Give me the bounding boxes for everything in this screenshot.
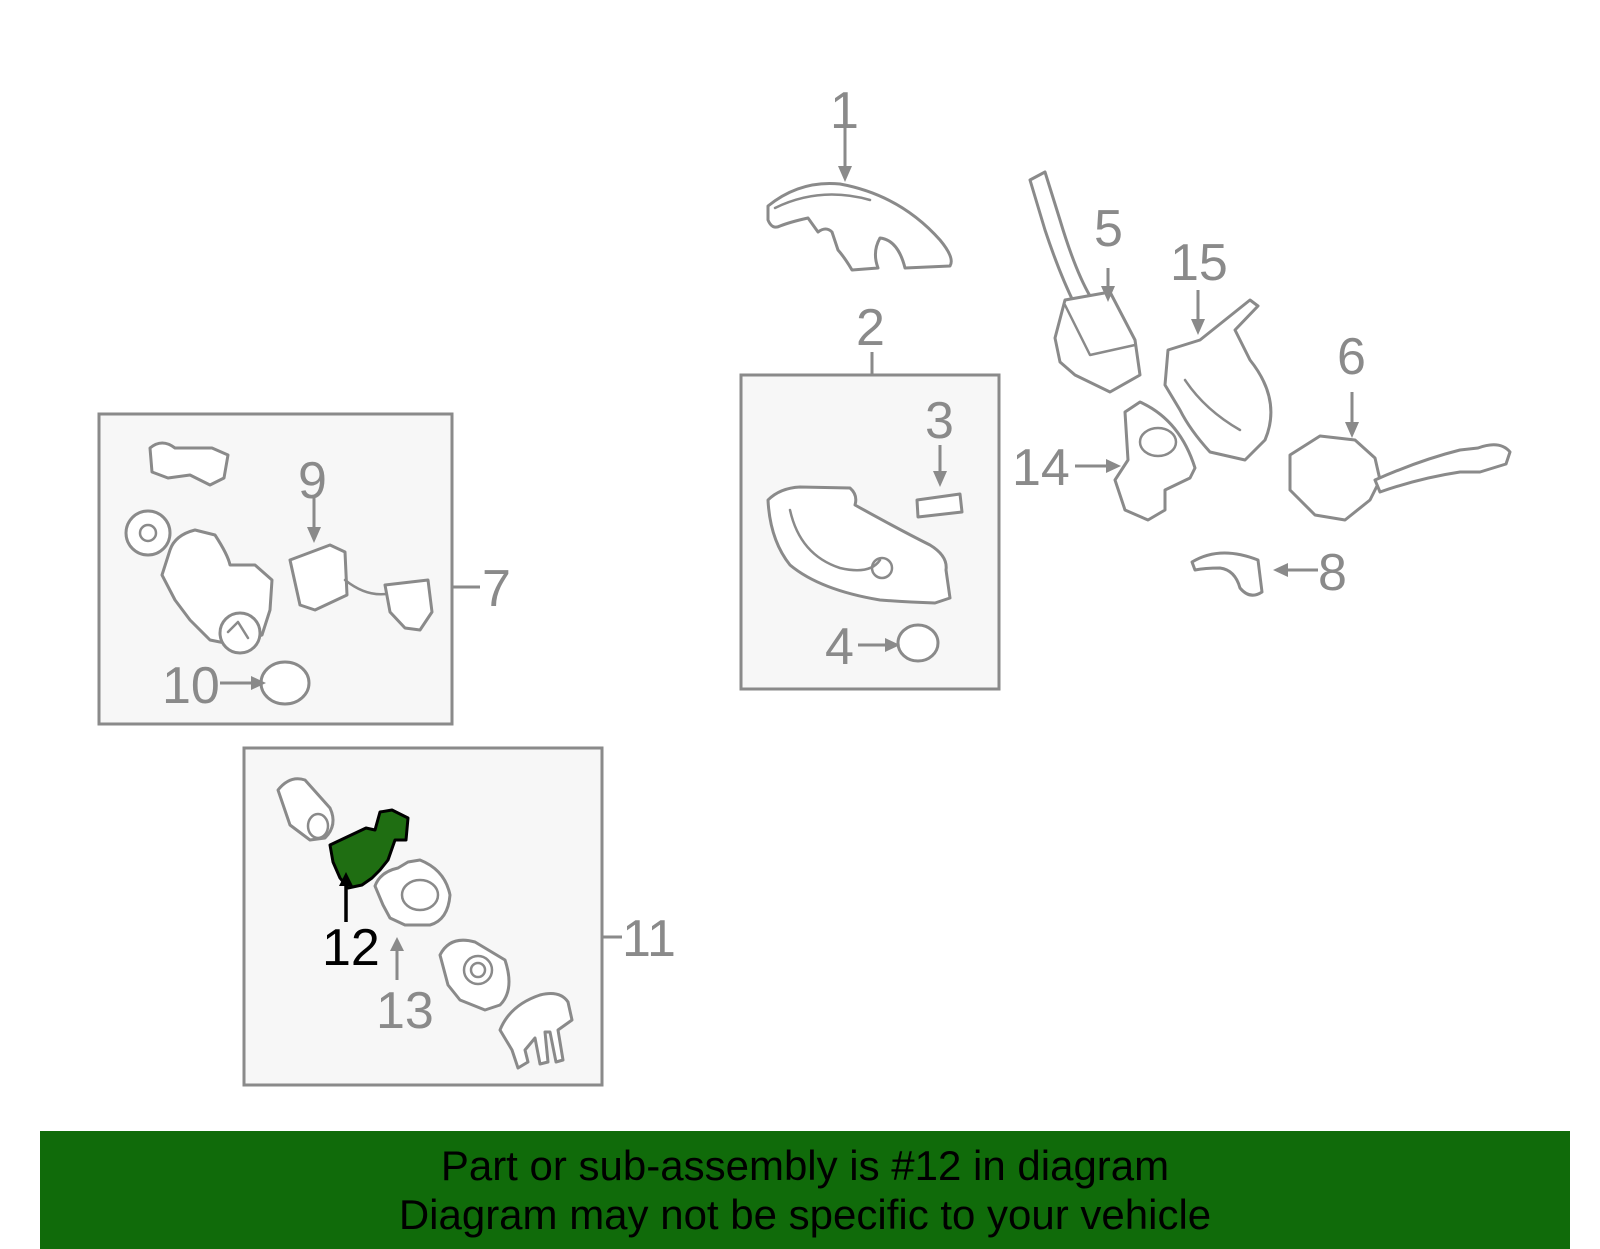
callout-2: 2	[856, 299, 885, 357]
part-8-bracket	[1190, 551, 1264, 597]
callout-14: 14	[1012, 439, 1070, 497]
parts-diagram: 1 2 3 4 5 15 14 6	[97, 82, 1512, 1087]
callout-5: 5	[1094, 200, 1123, 258]
part-6-turn-signal-switch	[1288, 434, 1512, 522]
part-10-ring	[259, 660, 311, 706]
part-3-pad	[915, 492, 964, 519]
callout-11: 11	[622, 910, 676, 968]
part-9-switch-connector	[288, 543, 434, 632]
callout-4: 4	[825, 618, 854, 676]
banner-line-1: Part or sub-assembly is #12 in diagram	[440, 1142, 1170, 1189]
callout-10: 10	[162, 657, 220, 715]
callout-15: 15	[1170, 234, 1228, 292]
callout-6: 6	[1337, 328, 1366, 386]
part-13-bezel	[373, 858, 452, 927]
part-4-ring	[896, 623, 940, 663]
callout-7: 7	[482, 560, 511, 618]
banner-line-2: Diagram may not be specific to your vehi…	[398, 1191, 1212, 1238]
callout-8: 8	[1318, 544, 1347, 602]
part-15-clock-spring	[1163, 298, 1273, 462]
part-1-upper-cover	[766, 181, 953, 272]
callout-3: 3	[925, 392, 954, 450]
callout-9: 9	[298, 452, 327, 510]
part-14-angle-sensor	[1113, 400, 1197, 522]
part-5-wiper-switch	[1028, 170, 1142, 394]
part-2-lower-cover	[766, 485, 952, 605]
part-7-ignition-lock-housing	[124, 441, 274, 655]
callout-1: 1	[830, 82, 859, 140]
part-11-lock-cylinder-set	[276, 777, 335, 842]
info-banner: Part or sub-assembly is #12 in diagram D…	[40, 1131, 1570, 1249]
part-11-keys	[438, 938, 574, 1070]
callout-13: 13	[376, 982, 434, 1040]
callout-12: 12	[322, 919, 380, 977]
